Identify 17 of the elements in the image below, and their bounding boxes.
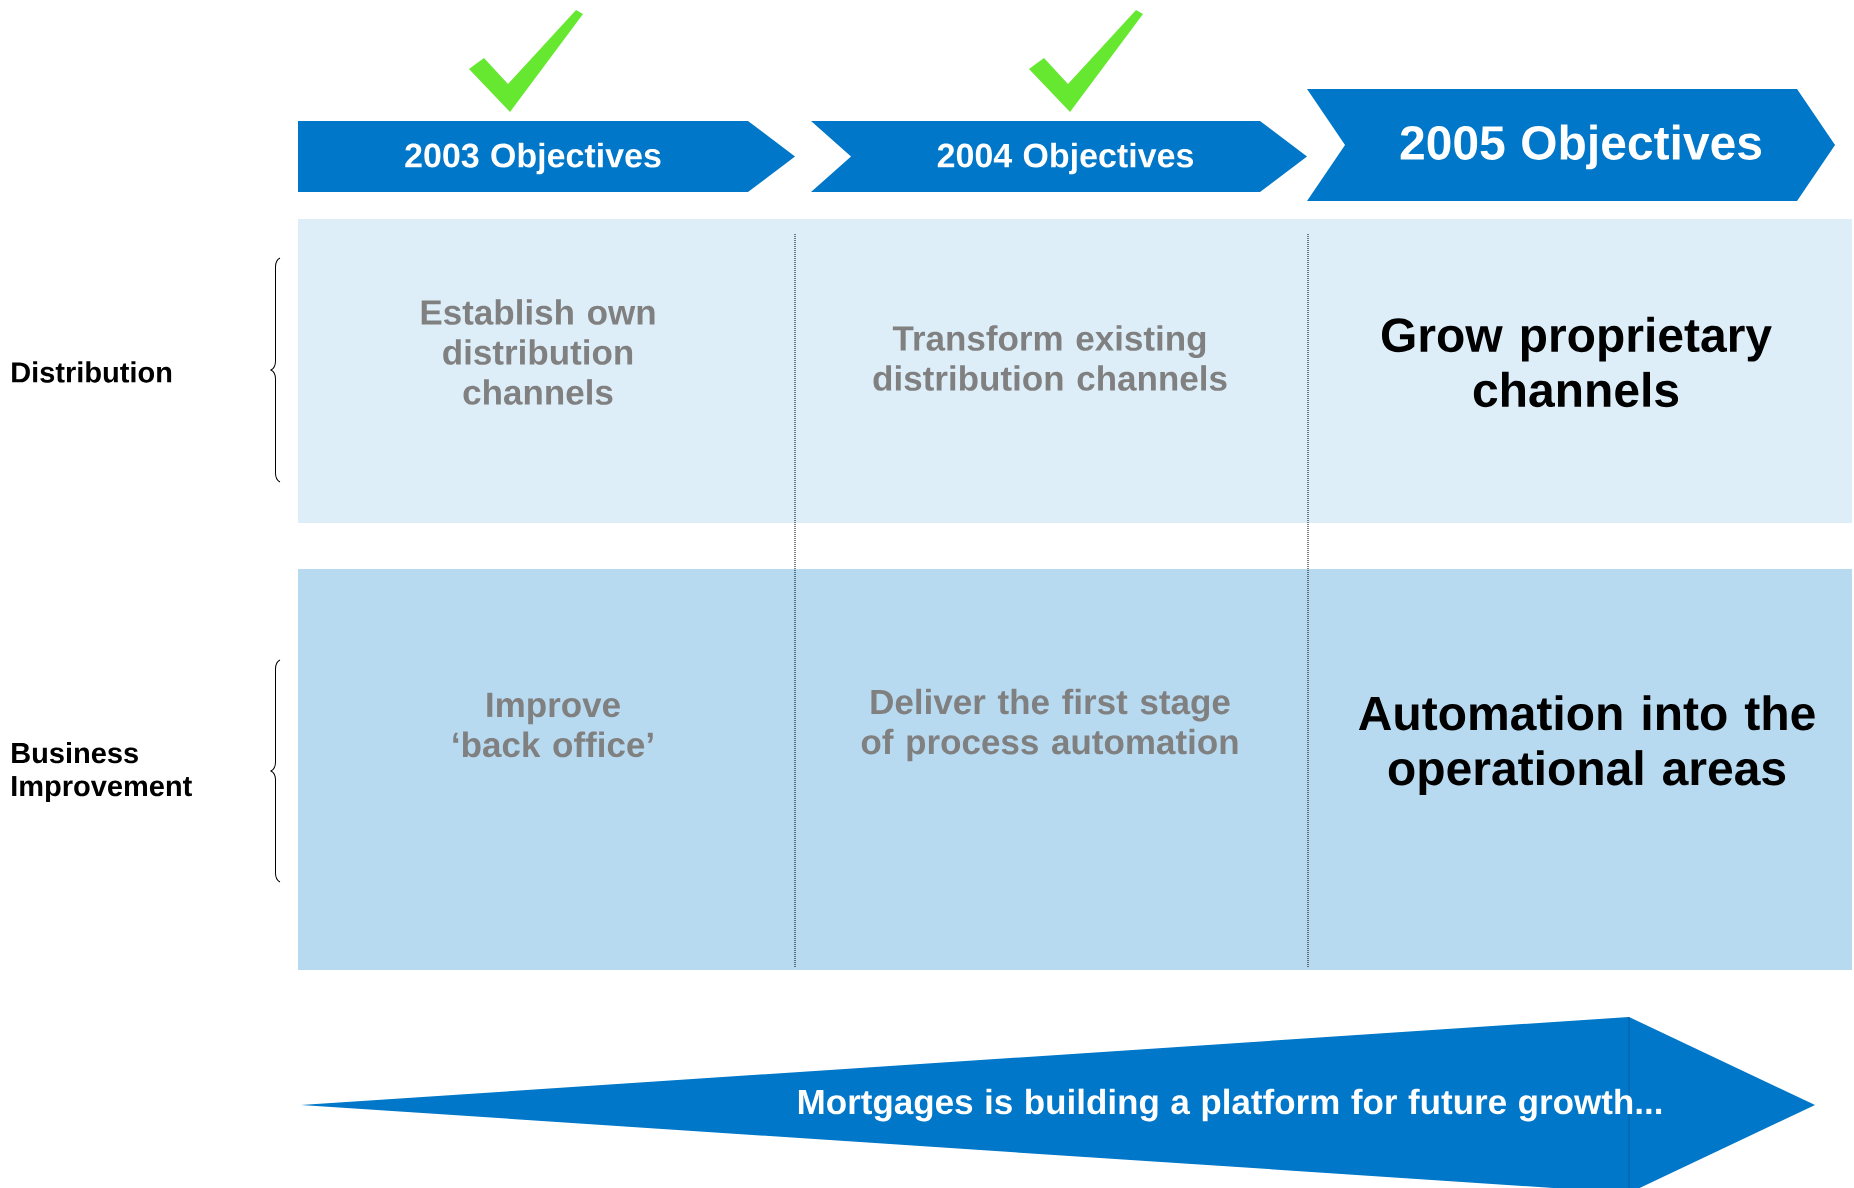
chevron-banner: 2003 Objectives — [298, 121, 795, 192]
chevron-banner: 2004 Objectives — [811, 121, 1307, 192]
objective-cell: Establish own distribution channels — [298, 219, 795, 523]
node-label: Improve ‘back office’ — [453, 692, 653, 758]
node-label: Grow proprietary channels — [1381, 316, 1772, 408]
objective-cell: Grow proprietary channels — [1308, 219, 1853, 523]
node-label: Automation into the operational areas — [1358, 695, 1815, 795]
node-label: Deliver the first stage of process automation — [861, 688, 1238, 762]
objective-cell: Deliver the first stage of process automation — [795, 569, 1308, 970]
row-label: Business Improvement — [12, 742, 192, 803]
objective-cell: Transform existing distribution channels — [795, 219, 1308, 523]
objective-cell: Improve ‘back office’ — [298, 569, 795, 970]
row-label: Distribution — [12, 361, 172, 383]
node-label: Establish own distribution channels — [421, 299, 655, 405]
chevron-banner: 2005 Objectives — [1307, 89, 1836, 201]
objective-cell: Automation into the operational areas — [1308, 569, 1853, 970]
node-label: Transform existing distribution channels — [873, 325, 1227, 391]
